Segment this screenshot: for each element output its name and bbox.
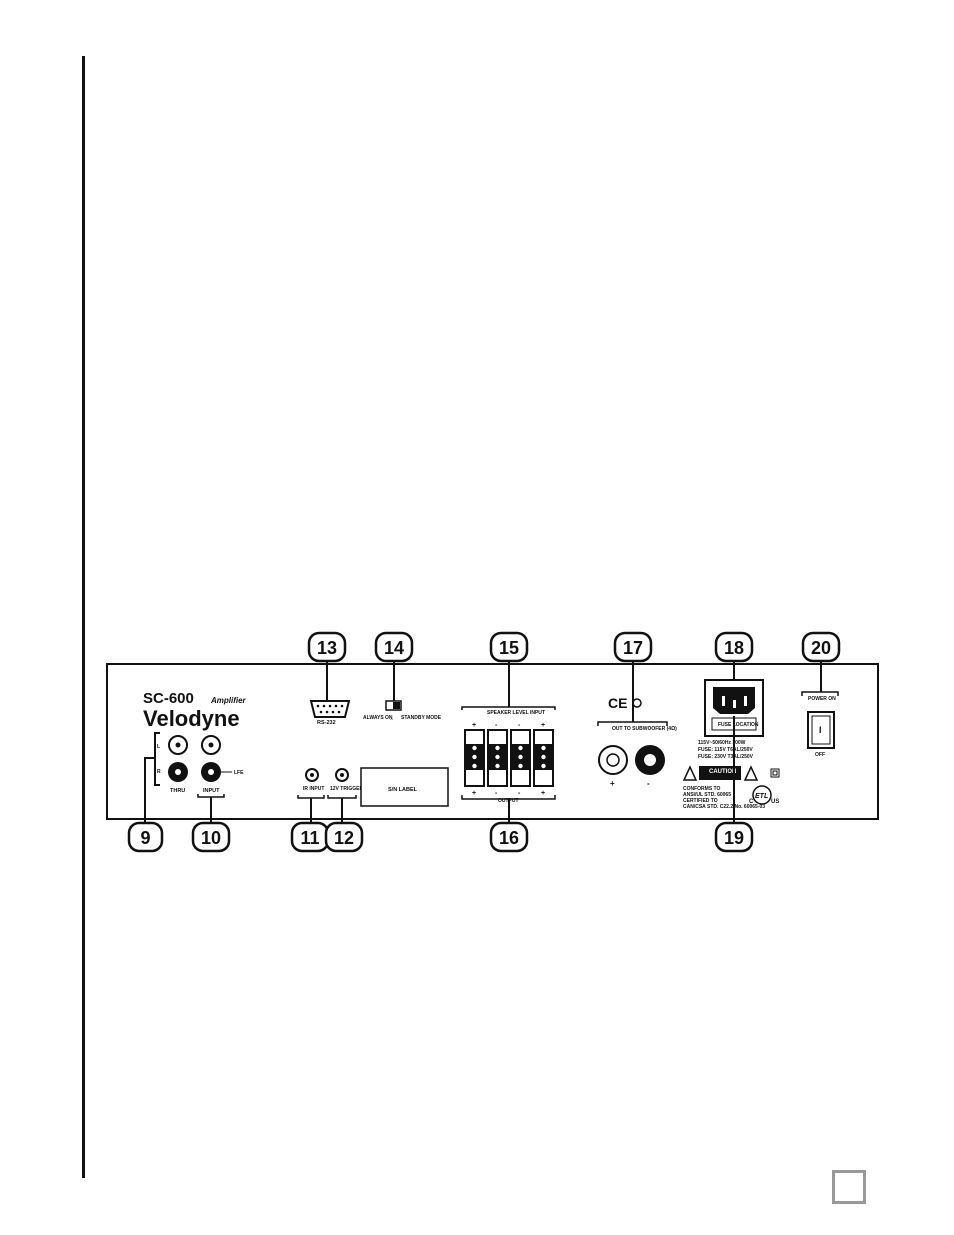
power-rating-text: 115V~50/60Hz 300W xyxy=(698,740,746,746)
out-to-subwoofer-label: OUT TO SUBWOOFER (4Ω) xyxy=(612,726,677,732)
model-suffix: Amplifier xyxy=(210,696,247,705)
svg-text:C: C xyxy=(749,799,754,805)
svg-text:17: 17 xyxy=(623,638,643,658)
sn-label-box xyxy=(360,767,449,807)
svg-text:12: 12 xyxy=(334,828,354,848)
sn-label-text: S/N LABEL xyxy=(388,787,418,793)
standby-mode-label: STANDBY MODE xyxy=(401,715,442,721)
svg-text:I: I xyxy=(819,725,822,735)
speaker-terminal: ++ xyxy=(533,722,554,797)
svg-text:15: 15 xyxy=(499,638,519,658)
svg-text:ANSI/UL STD. 60065: ANSI/UL STD. 60065 xyxy=(683,792,731,798)
subwoofer-plus-terminal xyxy=(598,745,628,775)
svg-text:US: US xyxy=(771,799,779,805)
ce-mark: CE xyxy=(608,695,627,711)
etl-mark-icon xyxy=(752,785,772,805)
callout-13: 13 xyxy=(307,631,347,663)
svg-text:14: 14 xyxy=(384,638,404,658)
fuse-location-label: FUSE LOCATION xyxy=(718,722,759,728)
svg-text:19: 19 xyxy=(724,828,744,848)
callout-11: 11 xyxy=(290,821,330,853)
terminal-polarity-label: + xyxy=(472,790,476,797)
callout-17: 17 xyxy=(613,631,653,663)
channel-r-label: R xyxy=(157,769,161,775)
callout-20: 20 xyxy=(801,631,841,663)
svg-text:CONFORMS TO: CONFORMS TO xyxy=(683,786,721,792)
ir-input-label: IR INPUT xyxy=(303,786,324,792)
terminal-polarity-label: + xyxy=(472,722,476,729)
terminal-polarity-label: + xyxy=(541,722,545,729)
svg-text:20: 20 xyxy=(811,638,831,658)
svg-text:-: - xyxy=(647,779,650,788)
speaker-terminals: ++----++ xyxy=(464,722,554,797)
terminal-polarity-label: - xyxy=(495,790,498,797)
margin-rule xyxy=(82,56,85,1178)
callout-14: 14 xyxy=(374,631,414,663)
svg-text:13: 13 xyxy=(317,638,337,658)
rs232-connector xyxy=(309,700,351,718)
caution-box xyxy=(699,766,741,780)
callout-9: 9 xyxy=(127,821,164,853)
trigger-label: 12V TRIGGER xyxy=(330,786,363,792)
fuse-rating-115: FUSE: 115V T6AL/250V xyxy=(698,747,753,753)
power-off-label: OFF xyxy=(815,752,825,758)
svg-text:CAUTION: CAUTION xyxy=(709,769,736,775)
svg-text:CERTIFIED TO: CERTIFIED TO xyxy=(683,798,718,804)
exclamation-triangle-icon xyxy=(743,765,759,781)
lfe-label: LFE xyxy=(234,770,244,776)
callout-19: 19 xyxy=(714,821,754,853)
model-name: SC-600 xyxy=(143,690,194,707)
terminal-polarity-label: - xyxy=(518,722,521,729)
svg-text:10: 10 xyxy=(201,828,221,848)
page-number-box xyxy=(832,1170,866,1204)
rs232-label: RS-232 xyxy=(317,720,336,726)
always-on-label: ALWAYS ON xyxy=(363,715,393,721)
svg-text:11: 11 xyxy=(300,828,319,848)
callout-15: 15 xyxy=(489,631,529,663)
callout-10: 10 xyxy=(191,821,231,853)
callout-leaders xyxy=(144,662,822,823)
svg-text:16: 16 xyxy=(499,828,519,848)
svg-text:ETL: ETL xyxy=(755,793,768,800)
svg-text:↔: ↔ xyxy=(389,716,394,722)
speaker-level-input-label: SPEAKER LEVEL INPUT xyxy=(487,710,545,716)
speaker-terminal: ++ xyxy=(464,722,485,797)
speaker-terminal: -- xyxy=(510,722,531,797)
warning-triangle-icon xyxy=(682,765,698,781)
power-on-label: POWER ON xyxy=(808,696,836,702)
thru-label: THRU xyxy=(170,788,185,794)
brand-logo: Velodyne xyxy=(143,706,240,731)
terminal-polarity-label: - xyxy=(518,790,521,797)
svg-text:9: 9 xyxy=(140,828,150,848)
input-label: INPUT xyxy=(203,788,220,794)
double-insulation-icon xyxy=(770,768,780,778)
svg-text:+: + xyxy=(610,779,615,788)
callout-16: 16 xyxy=(489,821,529,853)
svg-text:CAN/CSA STD. C22.2 No. 60065-0: CAN/CSA STD. C22.2 No. 60065-03 xyxy=(683,804,765,810)
speaker-terminal: -- xyxy=(487,722,508,797)
callout-18: 18 xyxy=(714,631,754,663)
fuse-rating-230: FUSE: 230V T3AL/250V xyxy=(698,754,754,760)
channel-l-label: L xyxy=(157,744,160,750)
terminal-polarity-label: - xyxy=(495,722,498,729)
callout-12: 12 xyxy=(324,821,364,853)
terminal-polarity-label: + xyxy=(541,790,545,797)
svg-text:18: 18 xyxy=(724,638,744,658)
